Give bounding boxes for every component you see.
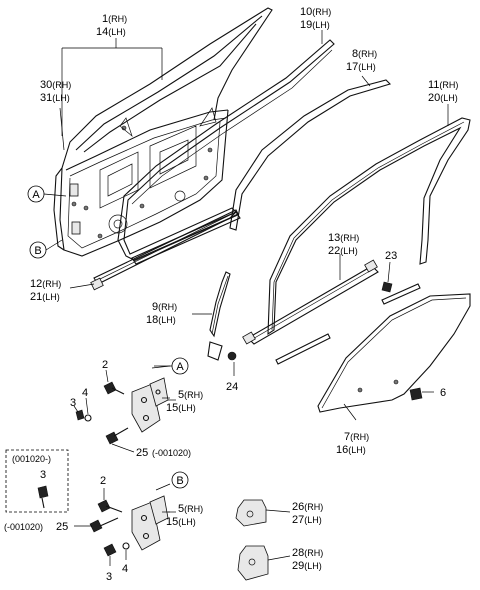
svg-text:15(LH): 15(LH) (166, 402, 196, 414)
svg-text:1(RH): 1(RH) (102, 13, 127, 25)
label-3b: 3 (106, 571, 112, 583)
division-channel-9 (209, 271, 231, 338)
svg-text:9(RH): 9(RH) (152, 301, 177, 313)
svg-text:B: B (176, 475, 183, 487)
belt-molding-outer (131, 211, 241, 265)
label-1-14: 1(RH) 14(LH) (96, 13, 127, 38)
svg-text:22(LH): 22(LH) (328, 245, 358, 257)
bolt-3b (103, 543, 117, 566)
label-23: 23 (385, 250, 397, 262)
bolt-3-revised (37, 485, 49, 509)
label-4b: 4 (122, 563, 128, 575)
bolt-25b (89, 517, 119, 533)
door-glass-7 (317, 293, 471, 413)
label-5-15b: 5(RH) 15(LH) (166, 503, 203, 528)
label-7-16: 7(RH) 16(LH) (336, 431, 369, 456)
hinge-lower (131, 483, 171, 551)
label-13-22: 13(RH) 22(LH) (328, 232, 359, 257)
callout-b-door: B (29, 241, 47, 259)
svg-text:5(RH): 5(RH) (178, 503, 203, 515)
label-5-15a: 5(RH) 15(LH) (166, 389, 203, 414)
svg-text:30(RH): 30(RH) (40, 79, 71, 91)
svg-text:28(RH): 28(RH) (292, 547, 323, 559)
cover-28 (237, 545, 291, 581)
svg-text:17(LH): 17(LH) (346, 61, 376, 73)
label-4a: 4 (82, 387, 88, 399)
svg-text:7(RH): 7(RH) (344, 431, 369, 443)
beltline-strip-13 (242, 259, 379, 345)
grommet-24 (227, 351, 237, 376)
svg-text:14(LH): 14(LH) (96, 26, 126, 38)
label-6: 6 (440, 387, 446, 399)
label-28-29: 28(RH) 29(LH) (292, 547, 323, 572)
label-2b: 2 (100, 475, 106, 487)
callout-a-hinge: A (171, 357, 189, 375)
label-11-20: 11(RH) 20(LH) (428, 79, 458, 104)
svg-text:5(RH): 5(RH) (178, 389, 203, 401)
beltline-strip-12 (90, 209, 239, 291)
hinge-bolt-2a (103, 369, 125, 395)
label-24: 24 (226, 381, 238, 393)
svg-text:21(LH): 21(LH) (30, 291, 60, 303)
label-26-27: 26(RH) 27(LH) (292, 501, 323, 526)
svg-text:29(LH): 29(LH) (292, 560, 322, 572)
hinge-bolt-2b (97, 488, 123, 513)
revision-box (5, 449, 69, 513)
callout-b-hinge: B (171, 471, 189, 489)
svg-text:11(RH): 11(RH) (428, 79, 458, 91)
glass-clip-6 (409, 387, 423, 401)
svg-text:31(LH): 31(LH) (40, 92, 70, 104)
label-30-31: 30(RH) 31(LH) (40, 79, 71, 104)
label-10-19: 10(RH) 19(LH) (300, 6, 331, 31)
leader-lines (43, 30, 449, 527)
svg-text:A: A (176, 361, 184, 373)
svg-text:B: B (34, 245, 41, 257)
svg-text:26(RH): 26(RH) (292, 501, 323, 513)
label-12-21: 12(RH) 21(LH) (30, 278, 61, 303)
washer-4a (84, 397, 92, 422)
svg-text:25: 25 (136, 447, 148, 459)
label-9-18: 9(RH) 18(LH) (146, 301, 177, 326)
cover-26 (235, 499, 291, 527)
door-weatherstrip-10 (117, 39, 335, 261)
label-3a: 3 (70, 397, 76, 409)
label-25a: 25 (-001020) (136, 447, 191, 459)
label-2a: 2 (102, 359, 108, 371)
sash-bracket (207, 341, 223, 361)
label-3-revised: 3 (40, 469, 46, 481)
bolt-3a (73, 405, 85, 421)
svg-text:18(LH): 18(LH) (146, 314, 176, 326)
callout-a-door: A (27, 185, 45, 203)
label-revision-date: (001020-) (12, 454, 51, 464)
door-weatherstrip-8 (229, 79, 392, 231)
svg-text:25: 25 (56, 521, 68, 533)
hinge-upper (131, 365, 171, 433)
svg-text:8(RH): 8(RH) (352, 48, 377, 60)
svg-text:15(LH): 15(LH) (166, 516, 196, 528)
front-door-panel (53, 7, 273, 257)
svg-text:27(LH): 27(LH) (292, 514, 322, 526)
clip-23 (381, 261, 393, 293)
weatherstrip-under (275, 283, 421, 365)
label-25b: (-001020) 25 (4, 521, 68, 533)
svg-text:19(LH): 19(LH) (300, 19, 330, 31)
svg-text:20(LH): 20(LH) (428, 92, 458, 104)
glass-run-channel-11 (267, 117, 471, 336)
svg-text:A: A (32, 189, 40, 201)
svg-text:(-001020): (-001020) (4, 522, 43, 532)
label-8-17: 8(RH) 17(LH) (346, 48, 377, 73)
svg-text:16(LH): 16(LH) (336, 444, 366, 456)
svg-text:13(RH): 13(RH) (328, 232, 359, 244)
bolt-25a (105, 427, 135, 453)
washer-4b (122, 542, 130, 560)
svg-text:12(RH): 12(RH) (30, 278, 61, 290)
svg-text:(-001020): (-001020) (152, 448, 191, 458)
svg-text:10(RH): 10(RH) (300, 6, 331, 18)
